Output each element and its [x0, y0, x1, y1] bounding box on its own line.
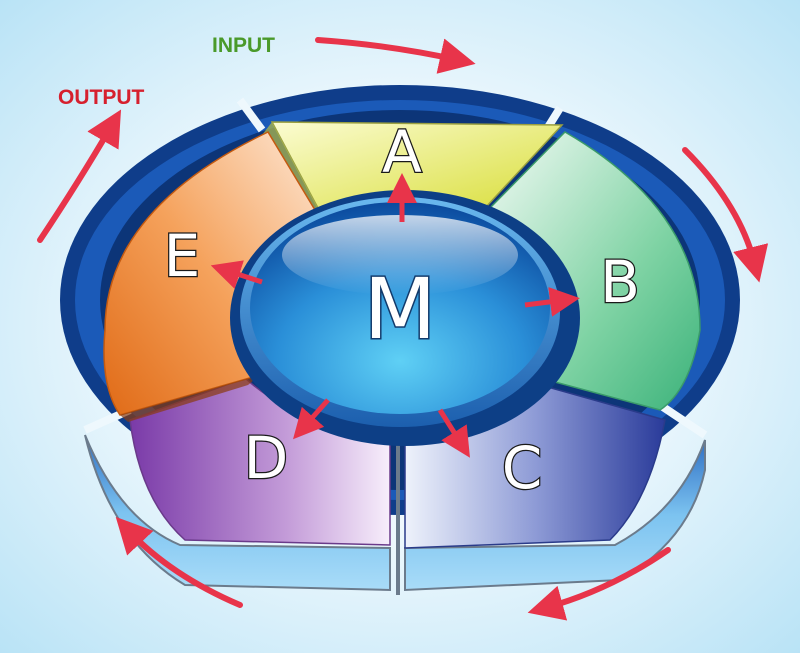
arrow-to-c	[437, 408, 470, 458]
output-label: OUTPUT	[58, 86, 145, 109]
segment-letter-c: C	[502, 434, 543, 502]
arrow-input	[315, 37, 476, 74]
segment-letter-a: A	[382, 118, 422, 186]
segment-letter-b: B	[600, 248, 640, 316]
center-hub	[230, 190, 580, 446]
segment-letter-e: E	[164, 222, 201, 290]
arrow-to-c-side	[527, 547, 671, 621]
hub-letter-m: M	[364, 260, 436, 358]
segment-letter-d: D	[244, 424, 289, 492]
arrow-to-d-side	[115, 516, 243, 608]
input-label: INPUT	[212, 34, 275, 57]
arrow-to-b	[524, 286, 580, 317]
arrow-to-e	[210, 260, 263, 289]
base-band	[84, 430, 706, 595]
arrow-output	[37, 109, 122, 243]
cycle-arrows	[37, 37, 769, 621]
arrow-to-b-side	[682, 147, 769, 283]
arrow-to-d	[293, 398, 330, 440]
hub-arrows	[210, 173, 580, 458]
